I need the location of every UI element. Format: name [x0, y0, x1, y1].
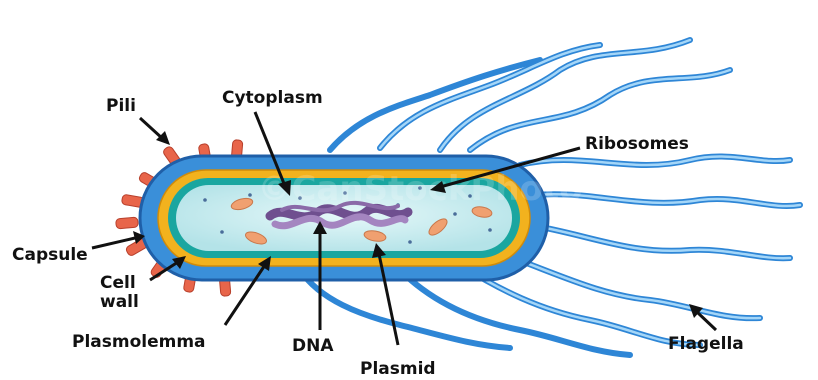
- watermark: ©CanStockPhoto: [257, 169, 582, 209]
- label-pili: Pili: [106, 96, 136, 116]
- ribosome: [203, 198, 207, 202]
- pilus: [116, 217, 139, 229]
- flagellum: [530, 225, 790, 258]
- label-plasmolemma: Plasmolemma: [72, 332, 206, 352]
- label-cell-wall-line2: wall: [100, 292, 139, 312]
- ribosome: [248, 193, 252, 197]
- label-dna: DNA: [292, 336, 334, 356]
- label-flagella: Flagella: [668, 334, 744, 354]
- pili-arrow: [140, 118, 163, 139]
- ribosome: [453, 212, 457, 216]
- label-ribosomes: Ribosomes: [585, 134, 689, 154]
- ribosome: [408, 240, 412, 244]
- label-plasmid: Plasmid: [360, 359, 436, 379]
- label-cytoplasm: Cytoplasm: [222, 88, 323, 108]
- flagellum: [380, 45, 600, 148]
- ribosome: [220, 230, 224, 234]
- flagellum: [400, 270, 630, 355]
- ribosome: [488, 228, 492, 232]
- label-capsule: Capsule: [12, 245, 88, 265]
- label-cell-wall-line1: Cell: [100, 273, 136, 293]
